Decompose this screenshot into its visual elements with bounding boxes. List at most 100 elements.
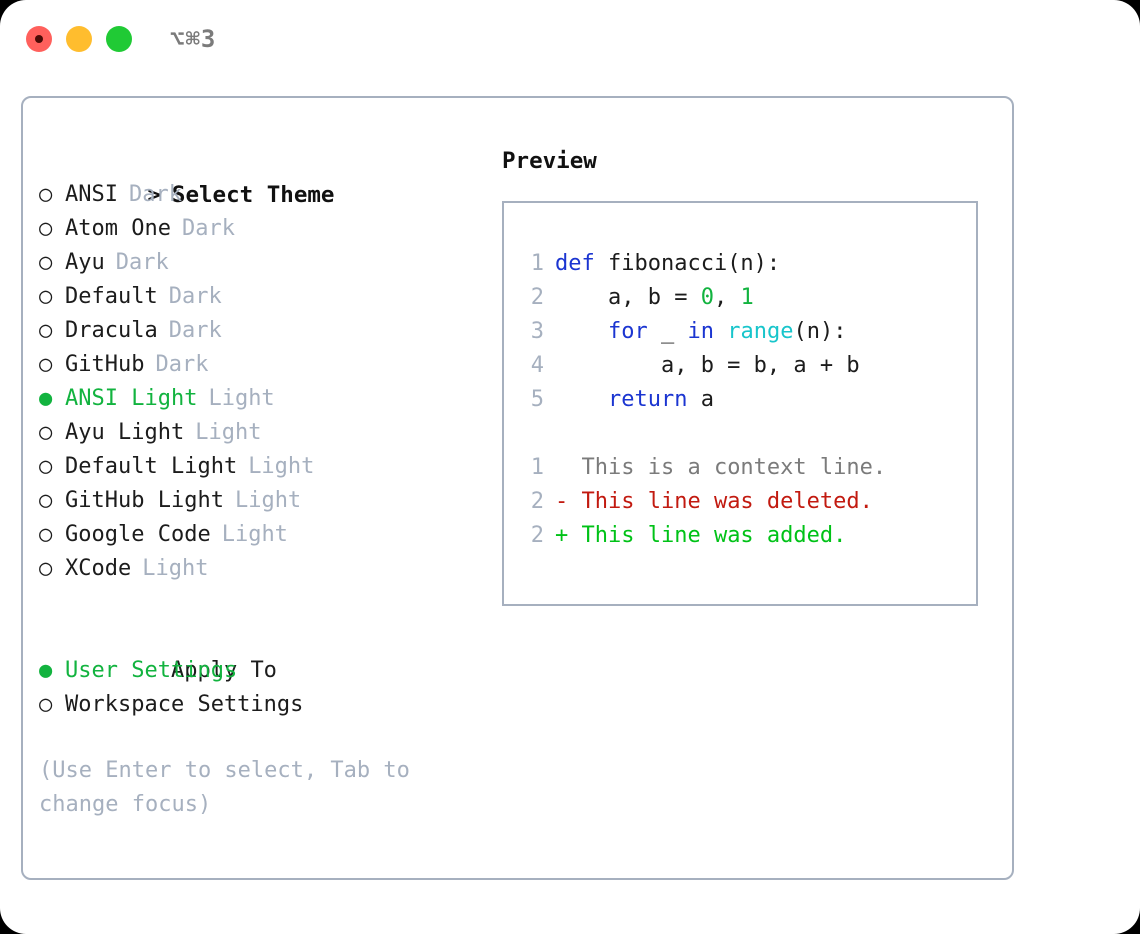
radio-unselected-icon: ○ [39, 488, 53, 513]
theme-option-xcode[interactable]: ○ XCode Light [39, 552, 479, 586]
focus-marker: > [147, 182, 161, 208]
theme-option-kind: Dark [115, 250, 169, 275]
code-line: 1 def fibonacci(n): [516, 247, 886, 281]
line-number: 4 [530, 353, 544, 378]
radio-unselected-icon: ○ [39, 216, 53, 241]
apply-to-label: Apply To [170, 658, 277, 683]
theme-option-kind: Light [221, 522, 288, 547]
theme-option-atom-one[interactable]: ○ Atom One Dark [39, 212, 479, 246]
diff-marker: - [555, 489, 569, 514]
theme-option-ayu[interactable]: ○ Ayu Dark [39, 246, 479, 280]
maximize-button[interactable] [106, 26, 132, 52]
radio-unselected-icon: ○ [39, 284, 53, 309]
title-bar: ⌥⌘3 [0, 0, 1140, 78]
theme-option-kind: Dark [168, 284, 222, 309]
theme-option-kind: Light [248, 454, 315, 479]
diff-line-ctx: 1 This is a context line. [516, 451, 886, 485]
radio-unselected-icon: ○ [39, 454, 53, 479]
theme-option-name: Ayu Light [65, 420, 185, 445]
theme-option-kind: Dark [128, 182, 182, 207]
line-number: 1 [530, 251, 544, 276]
keyboard-hint: (Use Enter to select, Tab to change focu… [39, 758, 410, 817]
line-number: 3 [530, 319, 544, 344]
theme-option-ayu-light[interactable]: ○ Ayu Light Light [39, 416, 479, 450]
code-token: a, b = b, a + b [555, 353, 860, 378]
code-token: def [555, 251, 608, 276]
code-token: , [713, 285, 741, 310]
code-line: 4 a, b = b, a + b [516, 349, 886, 383]
apply-to-option-label: User Settings [65, 658, 238, 683]
code-token: fibonacci(n): [607, 251, 781, 276]
select-theme-header: >Select Theme [39, 144, 479, 208]
apply-to-header: Apply To [39, 620, 479, 683]
code-token [555, 319, 608, 344]
line-number: 2 [530, 285, 544, 310]
code-token: 1 [740, 285, 754, 310]
radio-unselected-icon: ○ [39, 556, 53, 581]
theme-option-name: Atom One [65, 216, 171, 241]
line-number: 2 [530, 489, 544, 514]
code-token: a [687, 387, 714, 412]
close-button[interactable] [26, 26, 52, 52]
diff-text: This line was added. [568, 523, 847, 548]
code-blank-line [516, 417, 886, 451]
radio-unselected-icon: ○ [39, 250, 53, 275]
radio-unselected-icon: ○ [39, 522, 53, 547]
code-token: 0 [700, 285, 714, 310]
code-token: return [607, 387, 688, 412]
code-token: in [687, 319, 714, 344]
radio-unselected-icon: ○ [39, 352, 53, 377]
code-line: 5 return a [516, 383, 886, 417]
code-sample: 1 def fibonacci(n): 2 a, b = 0, 1 3 for _ i… [516, 247, 886, 553]
code-token: range [727, 319, 794, 344]
radio-unselected-icon: ○ [39, 692, 53, 717]
apply-to-list: ● User Settings ○ Workspace Settings [39, 654, 479, 722]
window-title: ⌥⌘3 [170, 25, 217, 53]
radio-unselected-icon: ○ [39, 420, 53, 445]
diff-line-add: 2 + This line was added. [516, 519, 886, 553]
theme-option-ansi-light[interactable]: ● ANSI Light Light [39, 382, 479, 416]
code-line: 2 a, b = 0, 1 [516, 281, 886, 315]
theme-option-kind: Light [208, 386, 275, 411]
theme-option-name: GitHub [65, 352, 145, 377]
theme-option-kind: Light [142, 556, 209, 581]
code-token: a, b = [555, 285, 701, 310]
apply-to-option-workspace-settings[interactable]: ○ Workspace Settings [39, 688, 479, 722]
list-spacer [39, 586, 479, 620]
apply-to-option-user-settings[interactable]: ● User Settings [39, 654, 479, 688]
theme-option-name: XCode [65, 556, 132, 581]
apply-to-option-label: Workspace Settings [65, 692, 304, 717]
line-number: 1 [530, 455, 544, 480]
code-token: _ [647, 319, 688, 344]
code-token [714, 319, 727, 344]
radio-selected-icon: ● [39, 386, 53, 411]
diff-marker: + [555, 523, 569, 548]
theme-option-name: Ayu [65, 250, 105, 275]
radio-selected-icon: ● [39, 658, 53, 683]
line-number: 2 [530, 523, 544, 548]
radio-unselected-icon: ○ [39, 182, 53, 207]
code-token [555, 387, 608, 412]
line-number: 5 [530, 387, 544, 412]
minimize-button[interactable] [66, 26, 92, 52]
theme-option-name: GitHub Light [65, 488, 224, 513]
diff-marker [555, 455, 568, 480]
theme-option-kind: Dark [181, 216, 235, 241]
theme-option-kind: Dark [168, 318, 222, 343]
theme-option-name: Dracula [65, 318, 158, 343]
theme-option-kind: Light [195, 420, 262, 445]
theme-option-name: ANSI Light [65, 386, 198, 411]
code-token: for [607, 319, 648, 344]
